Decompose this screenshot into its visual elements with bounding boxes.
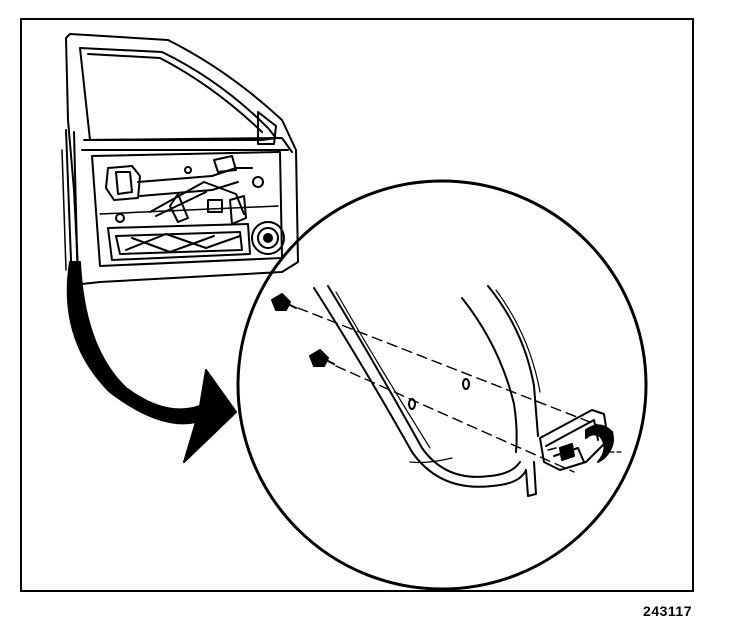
bolt-lower xyxy=(309,349,335,367)
figure-id-label: 243117 xyxy=(643,603,692,619)
figure-frame xyxy=(20,18,694,592)
alignment-line-lower xyxy=(335,365,575,473)
bolt-upper xyxy=(271,293,297,311)
regulator-bracket xyxy=(539,409,614,471)
alignment-line-upper xyxy=(297,307,601,427)
regulator-mechanism xyxy=(99,155,279,225)
detail-view xyxy=(236,179,648,591)
callout-arrow xyxy=(66,261,237,463)
door-overview xyxy=(61,33,299,291)
door-pocket xyxy=(107,223,251,261)
speaker xyxy=(251,221,285,255)
